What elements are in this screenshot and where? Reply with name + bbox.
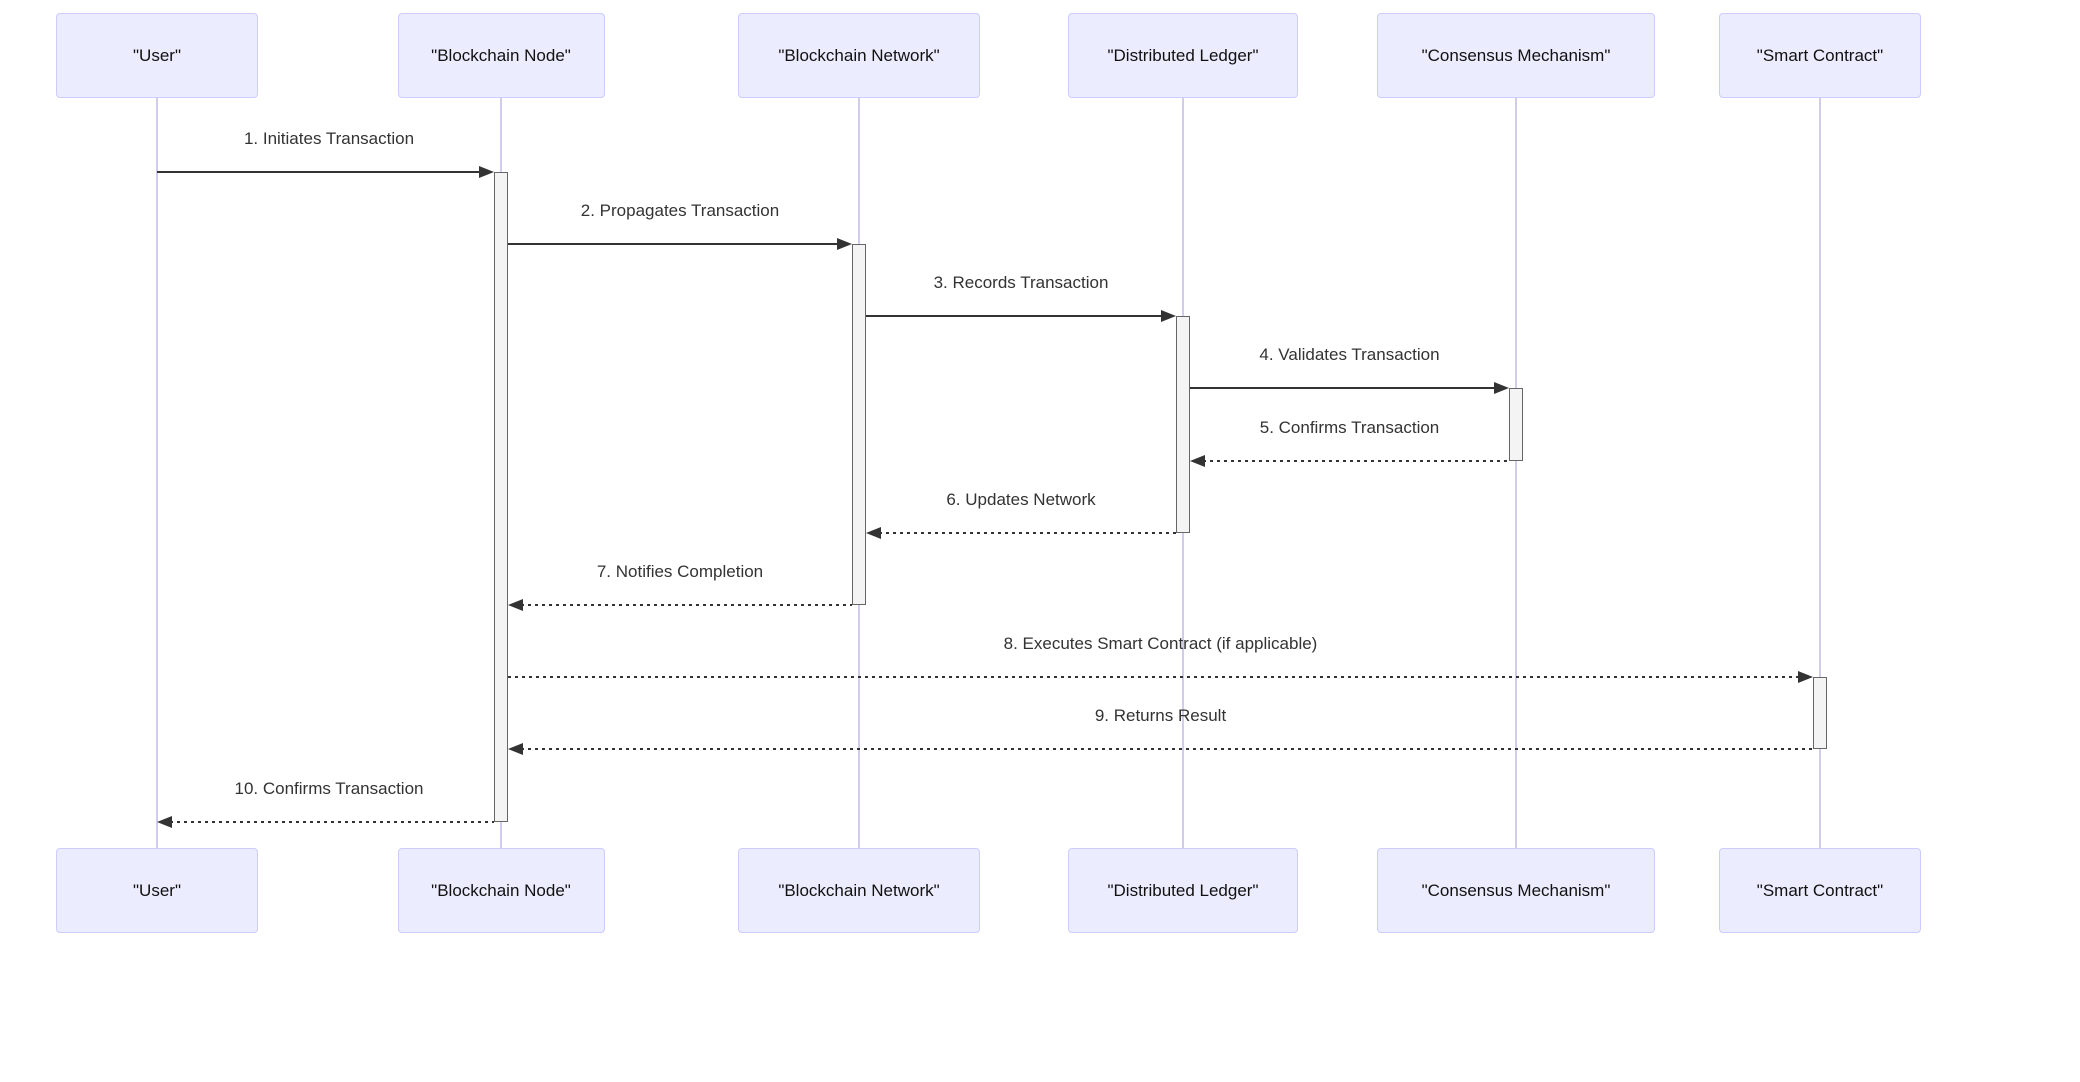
participant-box-consensus-mechanism-top: "Consensus Mechanism" bbox=[1377, 13, 1655, 98]
participant-box-blockchain-network-top: "Blockchain Network" bbox=[738, 13, 980, 98]
message-line-2 bbox=[508, 243, 839, 245]
message-line-4 bbox=[1190, 387, 1496, 389]
participant-label: "Blockchain Node" bbox=[431, 45, 571, 65]
participant-box-blockchain-node-bottom: "Blockchain Node" bbox=[397, 848, 605, 933]
participant-box-smart-contract-bottom: "Smart Contract" bbox=[1719, 848, 1921, 933]
participant-box-smart-contract-top: "Smart Contract" bbox=[1719, 13, 1921, 98]
participant-label: "Distributed Ledger" bbox=[1107, 880, 1259, 900]
participant-box-blockchain-network-bottom: "Blockchain Network" bbox=[738, 848, 980, 933]
message-line-5 bbox=[1203, 460, 1509, 462]
participant-label: "Smart Contract" bbox=[1756, 45, 1884, 65]
participant-label: "User" bbox=[133, 45, 181, 65]
message-arrowhead-icon bbox=[1161, 310, 1176, 322]
participant-label: "Smart Contract" bbox=[1756, 880, 1884, 900]
message-label-1: 1. Initiates Transaction bbox=[243, 129, 415, 148]
message-line-3 bbox=[866, 315, 1163, 317]
participant-box-user-top: "User" bbox=[56, 13, 258, 98]
lifeline-user bbox=[156, 98, 158, 848]
message-label-3: 3. Records Transaction bbox=[933, 273, 1109, 292]
message-line-8 bbox=[508, 676, 1800, 678]
message-label-9: 9. Returns Result bbox=[1094, 706, 1227, 725]
participant-label: "Consensus Mechanism" bbox=[1421, 880, 1611, 900]
message-line-6 bbox=[879, 532, 1176, 534]
message-arrowhead-icon bbox=[1190, 455, 1205, 467]
participant-box-distributed-ledger-top: "Distributed Ledger" bbox=[1068, 13, 1298, 98]
message-line-1 bbox=[157, 171, 481, 173]
participant-label: "Blockchain Node" bbox=[431, 880, 571, 900]
activation-bar-distributed-ledger bbox=[1176, 316, 1190, 533]
lifeline-consensus-mechanism bbox=[1515, 98, 1517, 848]
message-arrowhead-icon bbox=[1494, 382, 1509, 394]
message-label-4: 4. Validates Transaction bbox=[1259, 345, 1440, 364]
message-line-10 bbox=[170, 821, 494, 823]
participant-box-user-bottom: "User" bbox=[56, 848, 258, 933]
message-label-6: 6. Updates Network bbox=[946, 490, 1096, 509]
participant-label: "Blockchain Network" bbox=[778, 45, 940, 65]
activation-bar-smart-contract bbox=[1813, 677, 1827, 749]
participant-label: "Consensus Mechanism" bbox=[1421, 45, 1611, 65]
message-label-2: 2. Propagates Transaction bbox=[580, 201, 780, 220]
participant-box-distributed-ledger-bottom: "Distributed Ledger" bbox=[1068, 848, 1298, 933]
message-label-10: 10. Confirms Transaction bbox=[234, 779, 424, 798]
message-label-7: 7. Notifies Completion bbox=[596, 562, 764, 581]
message-arrowhead-icon bbox=[866, 527, 881, 539]
participant-label: "User" bbox=[133, 880, 181, 900]
activation-bar-blockchain-network bbox=[852, 244, 866, 605]
activation-bar-blockchain-node bbox=[494, 172, 508, 822]
participant-label: "Blockchain Network" bbox=[778, 880, 940, 900]
message-arrowhead-icon bbox=[157, 816, 172, 828]
message-arrowhead-icon bbox=[1798, 671, 1813, 683]
message-arrowhead-icon bbox=[837, 238, 852, 250]
message-line-7 bbox=[521, 604, 852, 606]
message-arrowhead-icon bbox=[508, 743, 523, 755]
participant-label: "Distributed Ledger" bbox=[1107, 45, 1259, 65]
activation-bar-consensus-mechanism bbox=[1509, 388, 1523, 461]
message-label-5: 5. Confirms Transaction bbox=[1259, 418, 1440, 437]
message-line-9 bbox=[521, 748, 1813, 750]
message-arrowhead-icon bbox=[508, 599, 523, 611]
lifeline-smart-contract bbox=[1819, 98, 1821, 848]
participant-box-blockchain-node-top: "Blockchain Node" bbox=[397, 13, 605, 98]
message-label-8: 8. Executes Smart Contract (if applicabl… bbox=[1003, 634, 1318, 653]
message-arrowhead-icon bbox=[479, 166, 494, 178]
participant-box-consensus-mechanism-bottom: "Consensus Mechanism" bbox=[1377, 848, 1655, 933]
